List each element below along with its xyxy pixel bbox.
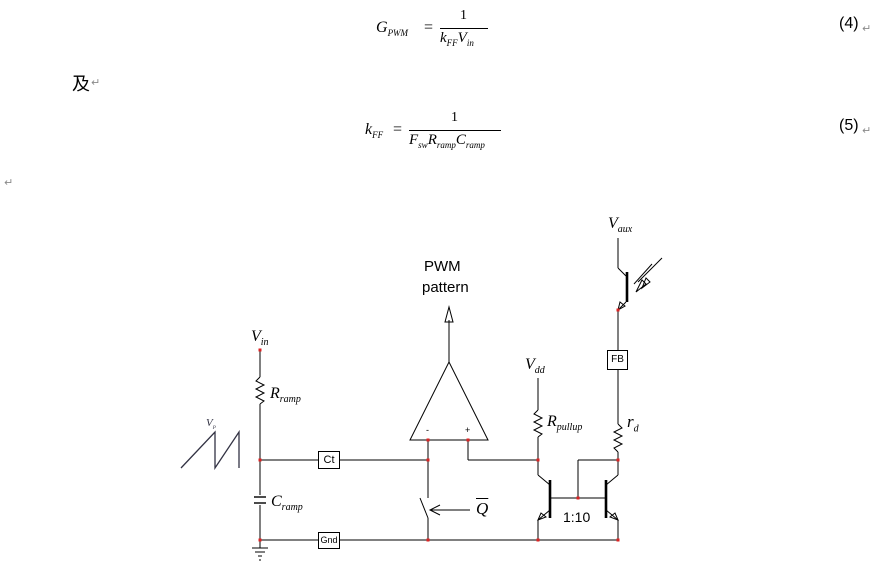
r-ramp-resistor: [254, 376, 266, 405]
rd-resistor: [612, 423, 624, 453]
eq4-numerator: 1: [460, 8, 467, 23]
eq5-numerator: 1: [451, 110, 458, 125]
eq5-equals: =: [393, 121, 403, 138]
eq4-lhs: GPWM: [376, 19, 409, 39]
comparator-plus-label: +: [465, 425, 471, 435]
ground-icon: [252, 547, 268, 561]
equation-4: GPWM = 1 kFFVin: [376, 8, 516, 56]
rd-label: rd: [627, 412, 639, 435]
paragraph-mark: ↵: [4, 176, 14, 189]
r-pullup-label: Rpullup: [547, 413, 583, 434]
vin-label: Vin: [251, 328, 269, 349]
ratio-label: 1:10: [563, 509, 591, 525]
comparator: [409, 360, 489, 441]
equation-4-number: (4): [839, 15, 859, 32]
eq5-denominator: FswRrampCramp: [409, 132, 485, 150]
ct-box: Ct: [318, 451, 340, 469]
fb-box: FB: [607, 350, 628, 370]
gnd-box: Gnd: [318, 532, 340, 549]
paragraph-mark: ↵: [862, 22, 872, 35]
discharge-switch: [419, 497, 429, 519]
paragraph-mark: ↵: [862, 124, 872, 137]
equation-5-number: (5): [839, 117, 859, 134]
eq5-lhs: kFF: [365, 121, 384, 141]
r-ramp-label: Rramp: [270, 385, 301, 406]
paragraph-mark: ↵: [91, 76, 101, 89]
equation-5: kFF = 1 FswRrampCramp: [365, 110, 525, 158]
c-ramp-label: Cramp: [271, 493, 303, 514]
comparator-minus-label: -: [426, 425, 429, 435]
eq4-fraction-bar: [440, 28, 488, 29]
qbar-label: Q: [476, 499, 489, 518]
r-pullup-resistor: [532, 409, 544, 438]
vdd-label: Vdd: [525, 356, 545, 377]
eq4-equals: =: [424, 19, 434, 36]
light-arrow-icon: [640, 277, 651, 290]
vp-label: VP: [206, 417, 216, 432]
pwm-label: PWM: [424, 258, 461, 275]
pattern-label: pattern: [422, 279, 469, 296]
eq4-denominator: kFFVin: [440, 30, 474, 48]
sawtooth-waveform: [180, 429, 240, 471]
connector-text: 及: [72, 74, 90, 95]
arrow-up-icon: [444, 305, 454, 323]
vaux-label: Vaux: [608, 215, 633, 236]
eq5-fraction-bar: [409, 130, 501, 131]
